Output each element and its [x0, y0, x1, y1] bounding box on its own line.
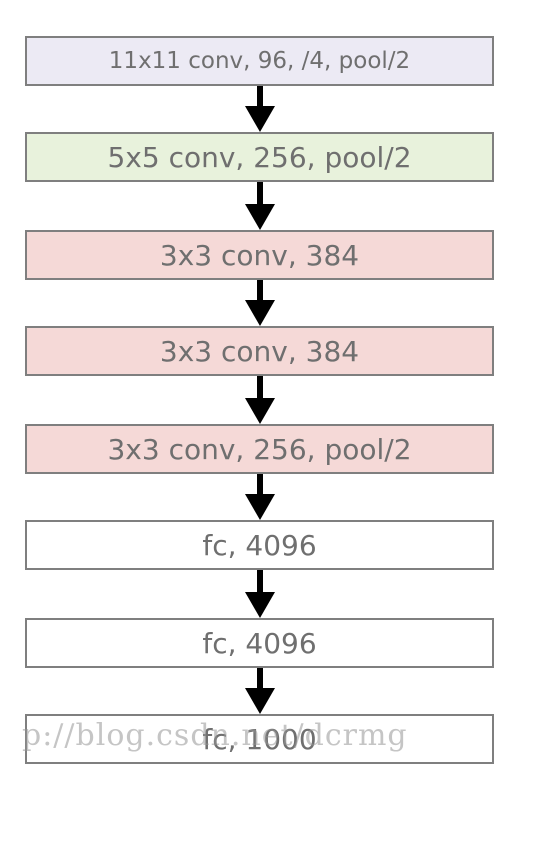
layer-box-7: fc, 4096 — [25, 618, 494, 668]
arrow-2 — [245, 182, 275, 230]
watermark-text: p://blog.csdn.net/dcrmg — [22, 718, 408, 753]
layer-box-2: 5x5 conv, 256, pool/2 — [25, 132, 494, 182]
layer-box-6: fc, 4096 — [25, 520, 494, 570]
arrow-3 — [245, 280, 275, 326]
arrow-6 — [245, 570, 275, 618]
layer-box-8: fc, 1000 — [25, 714, 494, 764]
arrow-4 — [245, 376, 275, 424]
layer-box-4: 3x3 conv, 384 — [25, 326, 494, 376]
arrow-5 — [245, 474, 275, 520]
arrow-1 — [245, 86, 275, 132]
layer-box-3: 3x3 conv, 384 — [25, 230, 494, 280]
layer-box-1: 11x11 conv, 96, /4, pool/2 — [25, 36, 494, 86]
arrow-7 — [245, 668, 275, 714]
layer-box-5: 3x3 conv, 256, pool/2 — [25, 424, 494, 474]
